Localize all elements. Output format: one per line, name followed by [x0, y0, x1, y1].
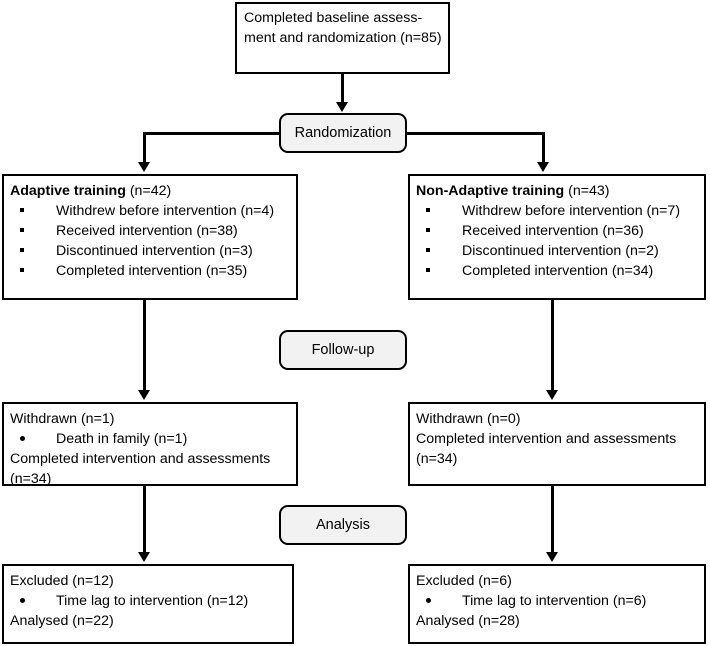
followup-box-nonadaptive: Withdrawn (n=0) Completed intervention a… [408, 402, 706, 486]
connector-nonadaptive-to-analysis [551, 486, 554, 556]
followup-box-adaptive: Withdrawn (n=1) Death in family (n=1) Co… [2, 402, 298, 487]
connector-to-adaptive-arm [143, 132, 146, 164]
stage-randomization-label: Randomization [294, 124, 392, 141]
analysis-nonadaptive-line-1: Excluded (n=6) [416, 573, 512, 589]
arm-adaptive-heading-bold: Adaptive training [10, 183, 126, 199]
split-line-right [407, 132, 545, 135]
analysis-nonadaptive-bullet-1: Time lag to intervention (n=6) [416, 591, 700, 611]
arm-adaptive-bullet-4-text: Completed intervention (n=35) [56, 263, 248, 279]
round-bullet-icon [20, 591, 25, 611]
followup-nonadaptive-line-2: Completed intervention and assessments [416, 431, 677, 447]
analysis-nonadaptive-bullet-1-text: Time lag to intervention (n=6) [462, 593, 647, 609]
stage-analysis-label: Analysis [316, 516, 370, 533]
square-bullet-icon [20, 241, 24, 261]
enrollment-box: Completed baseline assess- ment and rand… [235, 2, 450, 74]
stage-randomization: Randomization [279, 113, 407, 153]
connector-nonadaptive-to-followup [551, 300, 554, 392]
arm-adaptive-bullet-4: Completed intervention (n=35) [10, 261, 292, 281]
followup-adaptive-bullet-1-text: Death in family (n=1) [56, 431, 188, 447]
arm-nonadaptive-bullet-3-text: Discontinued intervention (n=2) [462, 243, 659, 259]
arrowhead-to-adaptive-arm [138, 162, 150, 172]
arm-nonadaptive-bullet-1-text: Withdrew before intervention (n=7) [462, 203, 681, 219]
followup-adaptive-bullet-1: Death in family (n=1) [10, 429, 292, 449]
arm-box-adaptive: Adaptive training (n=42) Withdrew before… [2, 174, 298, 300]
followup-adaptive-line-3: (n=34) [10, 471, 52, 487]
arm-adaptive-bullet-3-text: Discontinued intervention (n=3) [56, 243, 253, 259]
square-bullet-icon [426, 261, 430, 281]
split-line-left [143, 132, 279, 135]
arm-adaptive-bullet-1: Withdrew before intervention (n=4) [10, 201, 292, 221]
enrollment-line-1: Completed baseline assess- [244, 10, 423, 26]
analysis-box-nonadaptive: Excluded (n=6) Time lag to intervention … [408, 564, 706, 644]
arm-nonadaptive-bullet-1: Withdrew before intervention (n=7) [416, 201, 700, 221]
arm-adaptive-bullet-2-text: Received intervention (n=38) [56, 223, 238, 239]
square-bullet-icon [20, 201, 24, 221]
arm-adaptive-bullet-2: Received intervention (n=38) [10, 221, 292, 241]
square-bullet-icon [20, 221, 24, 241]
followup-adaptive-line-2: Completed intervention and assessments [10, 451, 271, 467]
arrowhead-adaptive-to-analysis [138, 552, 150, 562]
analysis-nonadaptive-line-2: Analysed (n=28) [416, 613, 520, 629]
connector-adaptive-to-followup [143, 300, 146, 392]
stage-analysis: Analysis [279, 505, 407, 545]
stage-followup: Follow-up [279, 330, 407, 370]
arm-adaptive-bullet-1-text: Withdrew before intervention (n=4) [56, 203, 275, 219]
square-bullet-icon [20, 261, 24, 281]
analysis-adaptive-bullet-1: Time lag to intervention (n=12) [10, 591, 288, 611]
followup-nonadaptive-line-3: (n=34) [416, 451, 458, 467]
arm-nonadaptive-bullet-4-text: Completed intervention (n=34) [462, 263, 654, 279]
round-bullet-icon [20, 429, 25, 449]
arm-adaptive-bullet-3: Discontinued intervention (n=3) [10, 241, 292, 261]
round-bullet-icon [426, 591, 431, 611]
connector-adaptive-to-analysis [143, 486, 146, 556]
arrowhead-nonadaptive-to-analysis [546, 552, 558, 562]
connector-to-nonadaptive-arm [542, 132, 545, 164]
arm-nonadaptive-bullet-2: Received intervention (n=36) [416, 221, 700, 241]
arrowhead-nonadaptive-to-followup [546, 390, 558, 400]
arrowhead-adaptive-to-followup [138, 390, 150, 400]
followup-adaptive-line-1: Withdrawn (n=1) [10, 411, 115, 427]
arm-box-nonadaptive: Non-Adaptive training (n=43) Withdrew be… [408, 174, 706, 300]
arm-adaptive-heading: Adaptive training (n=42) [10, 181, 292, 201]
analysis-adaptive-line-2: Analysed (n=22) [10, 613, 114, 629]
arm-nonadaptive-bullet-2-text: Received intervention (n=36) [462, 223, 644, 239]
square-bullet-icon [426, 201, 430, 221]
arm-nonadaptive-bullet-4: Completed intervention (n=34) [416, 261, 700, 281]
arrowhead-to-nonadaptive-arm [537, 162, 549, 172]
square-bullet-icon [426, 221, 430, 241]
arm-nonadaptive-heading: Non-Adaptive training (n=43) [416, 181, 700, 201]
analysis-box-adaptive: Excluded (n=12) Time lag to intervention… [2, 564, 294, 644]
connector-enrollment-to-randomization [341, 74, 344, 104]
square-bullet-icon [426, 241, 430, 261]
arm-adaptive-heading-count: (n=42) [125, 183, 172, 199]
arm-nonadaptive-heading-count: (n=43) [564, 183, 610, 199]
enrollment-line-2: ment and randomization (n=85) [244, 30, 442, 46]
analysis-adaptive-bullet-1-text: Time lag to intervention (n=12) [56, 593, 249, 609]
arm-nonadaptive-heading-bold: Non-Adaptive training [416, 183, 565, 199]
analysis-adaptive-line-1: Excluded (n=12) [10, 573, 114, 589]
followup-nonadaptive-line-1: Withdrawn (n=0) [416, 411, 521, 427]
stage-followup-label: Follow-up [311, 341, 375, 358]
arrowhead-enrollment-to-randomization [336, 102, 348, 112]
arm-nonadaptive-bullet-3: Discontinued intervention (n=2) [416, 241, 700, 261]
